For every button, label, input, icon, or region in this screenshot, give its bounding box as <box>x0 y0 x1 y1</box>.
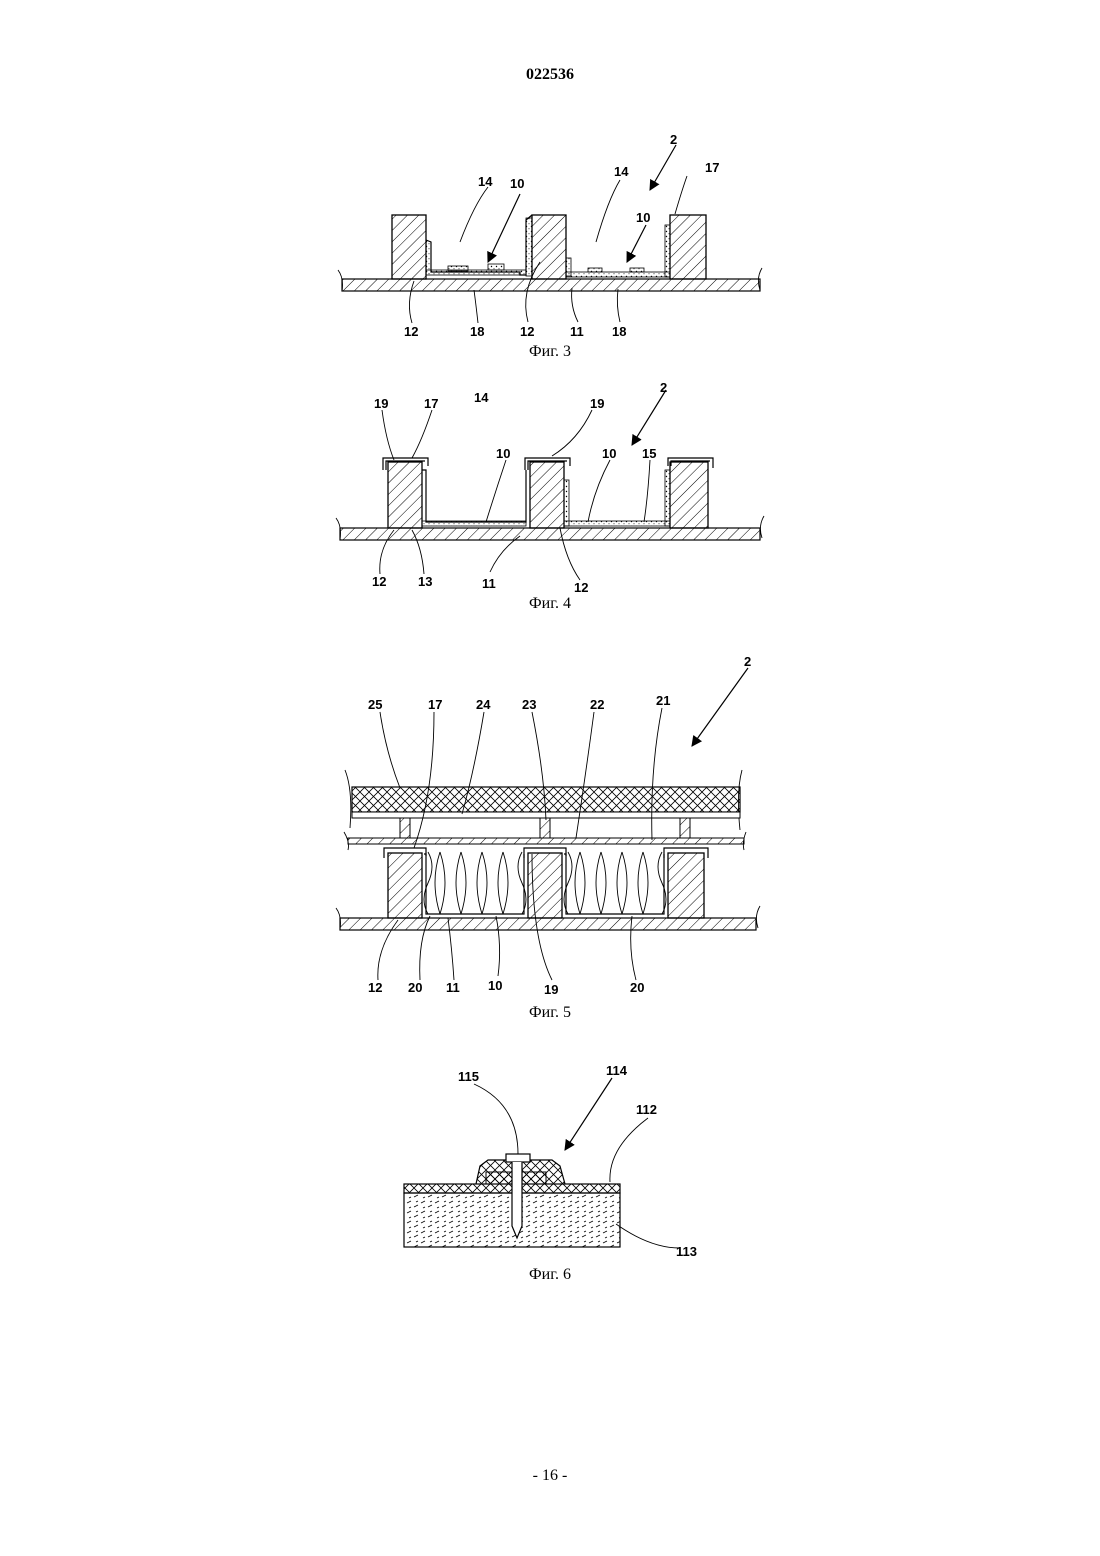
ref-10: 10 <box>602 446 616 461</box>
ref-115: 115 <box>458 1069 479 1084</box>
ref-14: 14 <box>614 164 629 179</box>
ref-17: 17 <box>428 697 442 712</box>
figure-5-caption: Фиг. 5 <box>0 1004 1100 1022</box>
ref-11: 11 <box>482 576 496 591</box>
figure-4-caption: Фиг. 4 <box>0 595 1100 613</box>
ref-2: 2 <box>744 654 751 669</box>
ref-114: 114 <box>606 1063 628 1078</box>
ref-11: 11 <box>446 980 460 995</box>
ref-113: 113 <box>676 1244 697 1259</box>
ref-21: 21 <box>656 693 670 708</box>
ref-112: 112 <box>636 1102 657 1117</box>
ref-10: 10 <box>510 176 524 191</box>
ref-24: 24 <box>476 697 491 712</box>
ref-19: 19 <box>590 396 604 411</box>
ref-20: 20 <box>630 980 644 995</box>
ref-2: 2 <box>670 132 677 147</box>
ref-17: 17 <box>424 396 438 411</box>
ref-10: 10 <box>488 978 502 993</box>
ref-14: 14 <box>478 174 493 189</box>
ref-18: 18 <box>470 324 484 339</box>
ref-12: 12 <box>372 574 386 589</box>
ref-11: 11 <box>570 324 584 339</box>
ref-12: 12 <box>404 324 418 339</box>
ref-20: 20 <box>408 980 422 995</box>
figure-3-caption: Фиг. 3 <box>0 343 1100 361</box>
ref-14: 14 <box>474 390 489 405</box>
ref-12: 12 <box>520 324 534 339</box>
figure-4-drawing: 19 17 14 19 2 10 10 15 12 13 11 12 <box>0 380 1100 600</box>
ref-17: 17 <box>705 160 719 175</box>
ref-12: 12 <box>368 980 382 995</box>
ref-12: 12 <box>574 580 588 595</box>
figure-5-drawing: 2 25 17 24 23 22 21 12 20 11 10 19 20 <box>0 645 1100 1000</box>
document-number: 022536 <box>0 66 1100 84</box>
ref-10: 10 <box>496 446 510 461</box>
ref-2: 2 <box>660 380 667 395</box>
ref-19: 19 <box>544 982 558 997</box>
figure-6-caption: Фиг. 6 <box>0 1266 1100 1284</box>
ref-25: 25 <box>368 697 382 712</box>
figure-3-drawing: 2 17 14 10 14 10 12 18 12 11 18 <box>0 150 1100 350</box>
figure-6-drawing: 115 114 112 113 <box>0 1060 1100 1265</box>
ref-15: 15 <box>642 446 656 461</box>
ref-10: 10 <box>636 210 650 225</box>
ref-23: 23 <box>522 697 536 712</box>
page-number: - 16 - <box>0 1467 1100 1485</box>
ref-19: 19 <box>374 396 388 411</box>
ref-18: 18 <box>612 324 626 339</box>
ref-22: 22 <box>590 697 604 712</box>
ref-13: 13 <box>418 574 432 589</box>
